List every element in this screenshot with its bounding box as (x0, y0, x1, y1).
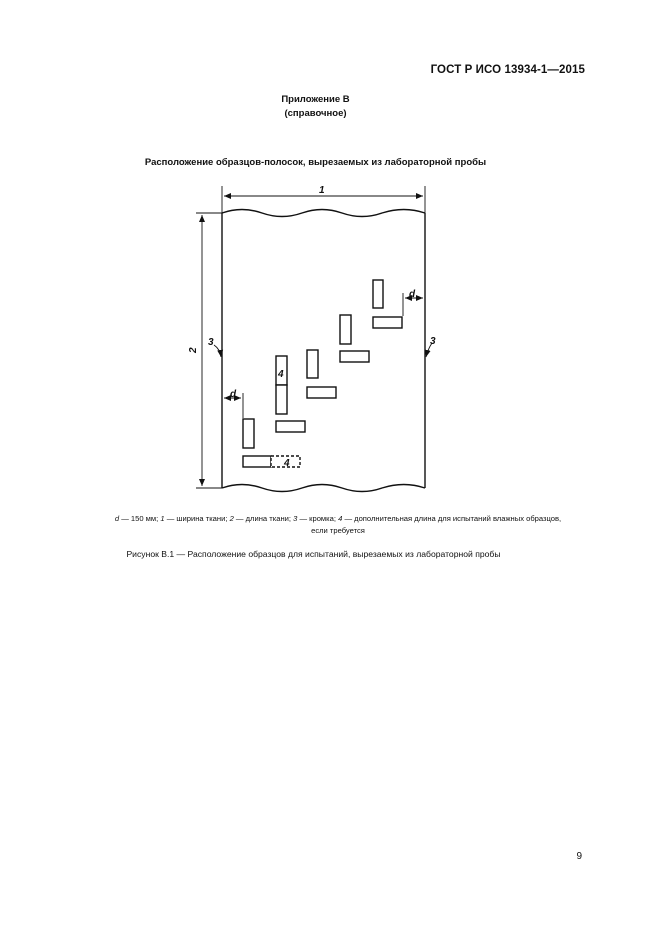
weft-specimen (275, 420, 306, 433)
label-extra-length-weft: 4 (283, 458, 290, 469)
warp-specimen (339, 314, 352, 345)
label-fabric-width: 1 (319, 185, 325, 196)
selvage-pointers (213, 342, 433, 358)
legend-line-2: если требуется (311, 526, 365, 535)
warp-specimen (372, 279, 384, 309)
label-selvage-right: 3 (430, 336, 436, 347)
specimen-strips (242, 279, 403, 468)
appendix-title: Приложение В (281, 94, 350, 105)
selvage-right-pointer (424, 342, 433, 358)
warp-specimen-extra-length (275, 384, 288, 415)
label-extra-length-warp: 4 (277, 369, 284, 380)
fabric-sample (221, 208, 426, 493)
legend-num-2: 2 (229, 514, 234, 523)
appendix-subtitle: (справочное) (284, 108, 347, 119)
standard-code: ГОСТ Р ИСО 13934-1—2015 (430, 64, 585, 76)
legend-text-1: — ширина ткани; (164, 514, 230, 523)
weft-specimen (242, 455, 272, 468)
length-dimension (196, 212, 222, 489)
label-fabric-length: 2 (188, 347, 199, 354)
label-d-left: d (230, 389, 237, 400)
legend-text-3: — кромка; (297, 514, 339, 523)
weft-specimen-extra-length (270, 455, 301, 468)
warp-specimen (306, 349, 319, 379)
label-d-right: d (409, 289, 416, 300)
legend-num-1: 1 (160, 514, 165, 523)
legend-num-3: 3 (293, 514, 298, 523)
weft-specimen (306, 386, 337, 399)
d-dimension-right (402, 293, 423, 316)
figure-legend: d — 150 мм; 1 — ширина ткани; 2 — длина … (48, 513, 628, 537)
legend-d-text: — 150 мм; (119, 514, 161, 523)
legend-num-4: 4 (338, 514, 343, 523)
specimen-layout-diagram: 1 2 3 3 d d 4 4 (188, 185, 436, 493)
fabric-top-wavy-edge (221, 208, 426, 218)
figure-heading: Расположение образцов-полосок, вырезаемы… (144, 157, 487, 168)
legend-d-symbol: d (114, 514, 120, 523)
warp-specimen (242, 418, 255, 449)
weft-specimen (372, 316, 403, 329)
weft-specimen (339, 350, 370, 363)
label-selvage-left: 3 (208, 337, 214, 348)
legend-text-4: — дополнительная длина для испытаний вла… (342, 514, 562, 523)
legend-text-2: — длина ткани; (233, 514, 294, 523)
selvage-left-pointer (213, 344, 224, 358)
page-number: 9 (576, 851, 582, 862)
fabric-bottom-wavy-edge (221, 483, 426, 493)
d-dimension-left (224, 393, 244, 418)
legend-line-1: d — 150 мм; 1 — ширина ткани; 2 — длина … (48, 513, 628, 525)
figure-caption: Рисунок В.1 — Расположение образцов для … (126, 549, 501, 559)
width-dimension (221, 186, 426, 213)
appendix-heading: Приложение В (справочное) (0, 93, 631, 121)
